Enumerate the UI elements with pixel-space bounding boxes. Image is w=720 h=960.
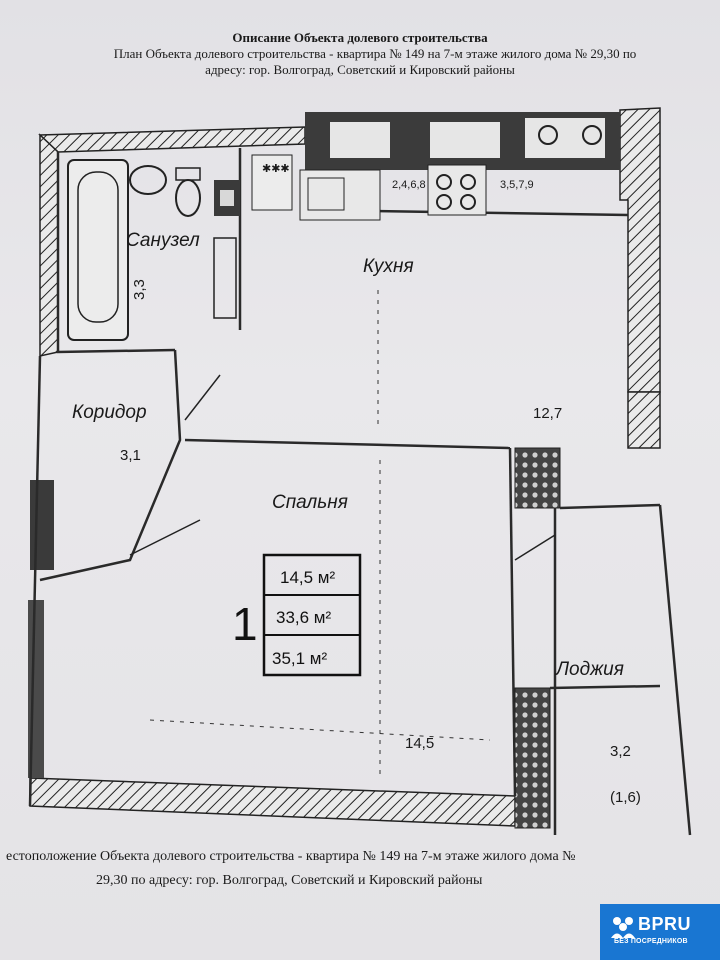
total-with-loggia-value: 35,1 м² bbox=[272, 649, 327, 668]
living-area-value: 14,5 м² bbox=[280, 568, 335, 587]
document-subtitle-line2: адресу: гор. Волгоград, Советский и Киро… bbox=[205, 62, 515, 77]
room-count: 1 bbox=[232, 598, 258, 650]
riser-label-left: 2,4,6,8 bbox=[392, 179, 426, 191]
document-title: Описание Объекта долевого строительства bbox=[232, 30, 488, 45]
room-name-bathroom: Санузел bbox=[126, 230, 200, 251]
room-area-loggia: 3,2 bbox=[610, 743, 631, 760]
watermark-badge: BPRU БЕЗ ПОСРЕДНИКОВ bbox=[600, 904, 720, 960]
footer-line2: 29,30 по адресу: гор. Волгоград, Советск… bbox=[96, 873, 483, 888]
room-area-bathroom: 3,3 bbox=[131, 279, 148, 300]
kitchen-cabinets bbox=[299, 112, 620, 221]
room-area-kitchen: 12,7 bbox=[533, 405, 562, 422]
room-name-kitchen: Кухня bbox=[363, 256, 414, 277]
watermark-tagline: БЕЗ ПОСРЕДНИКОВ bbox=[614, 938, 688, 945]
exterior-walls bbox=[28, 107, 661, 829]
document-subtitle-line1: План Объекта долевого строительства - кв… bbox=[113, 46, 637, 61]
ventilation-marks-icon: ✱✱✱ bbox=[262, 163, 290, 175]
watermark-brand: BPRU bbox=[638, 914, 692, 934]
riser-label-right: 3,5,7,9 bbox=[500, 179, 534, 191]
area-summary: 1 14,5 м² 33,6 м² 35,1 м² bbox=[232, 553, 362, 677]
room-area-corridor: 3,1 bbox=[120, 447, 141, 464]
footer-line1: естоположение Объекта долевого строитель… bbox=[6, 849, 576, 864]
room-area-bedroom: 14,5 bbox=[405, 735, 434, 752]
people-icon bbox=[611, 917, 635, 938]
room-name-loggia: Лоджия bbox=[554, 659, 624, 680]
door-swings bbox=[129, 374, 556, 561]
bathroom-fixtures: ✱✱✱ bbox=[67, 154, 293, 341]
room-name-bedroom: Спальня bbox=[272, 492, 348, 513]
room-area-loggia-reduced: (1,6) bbox=[610, 789, 641, 806]
room-name-corridor: Коридор bbox=[72, 402, 147, 423]
total-area-value: 33,6 м² bbox=[276, 608, 331, 627]
